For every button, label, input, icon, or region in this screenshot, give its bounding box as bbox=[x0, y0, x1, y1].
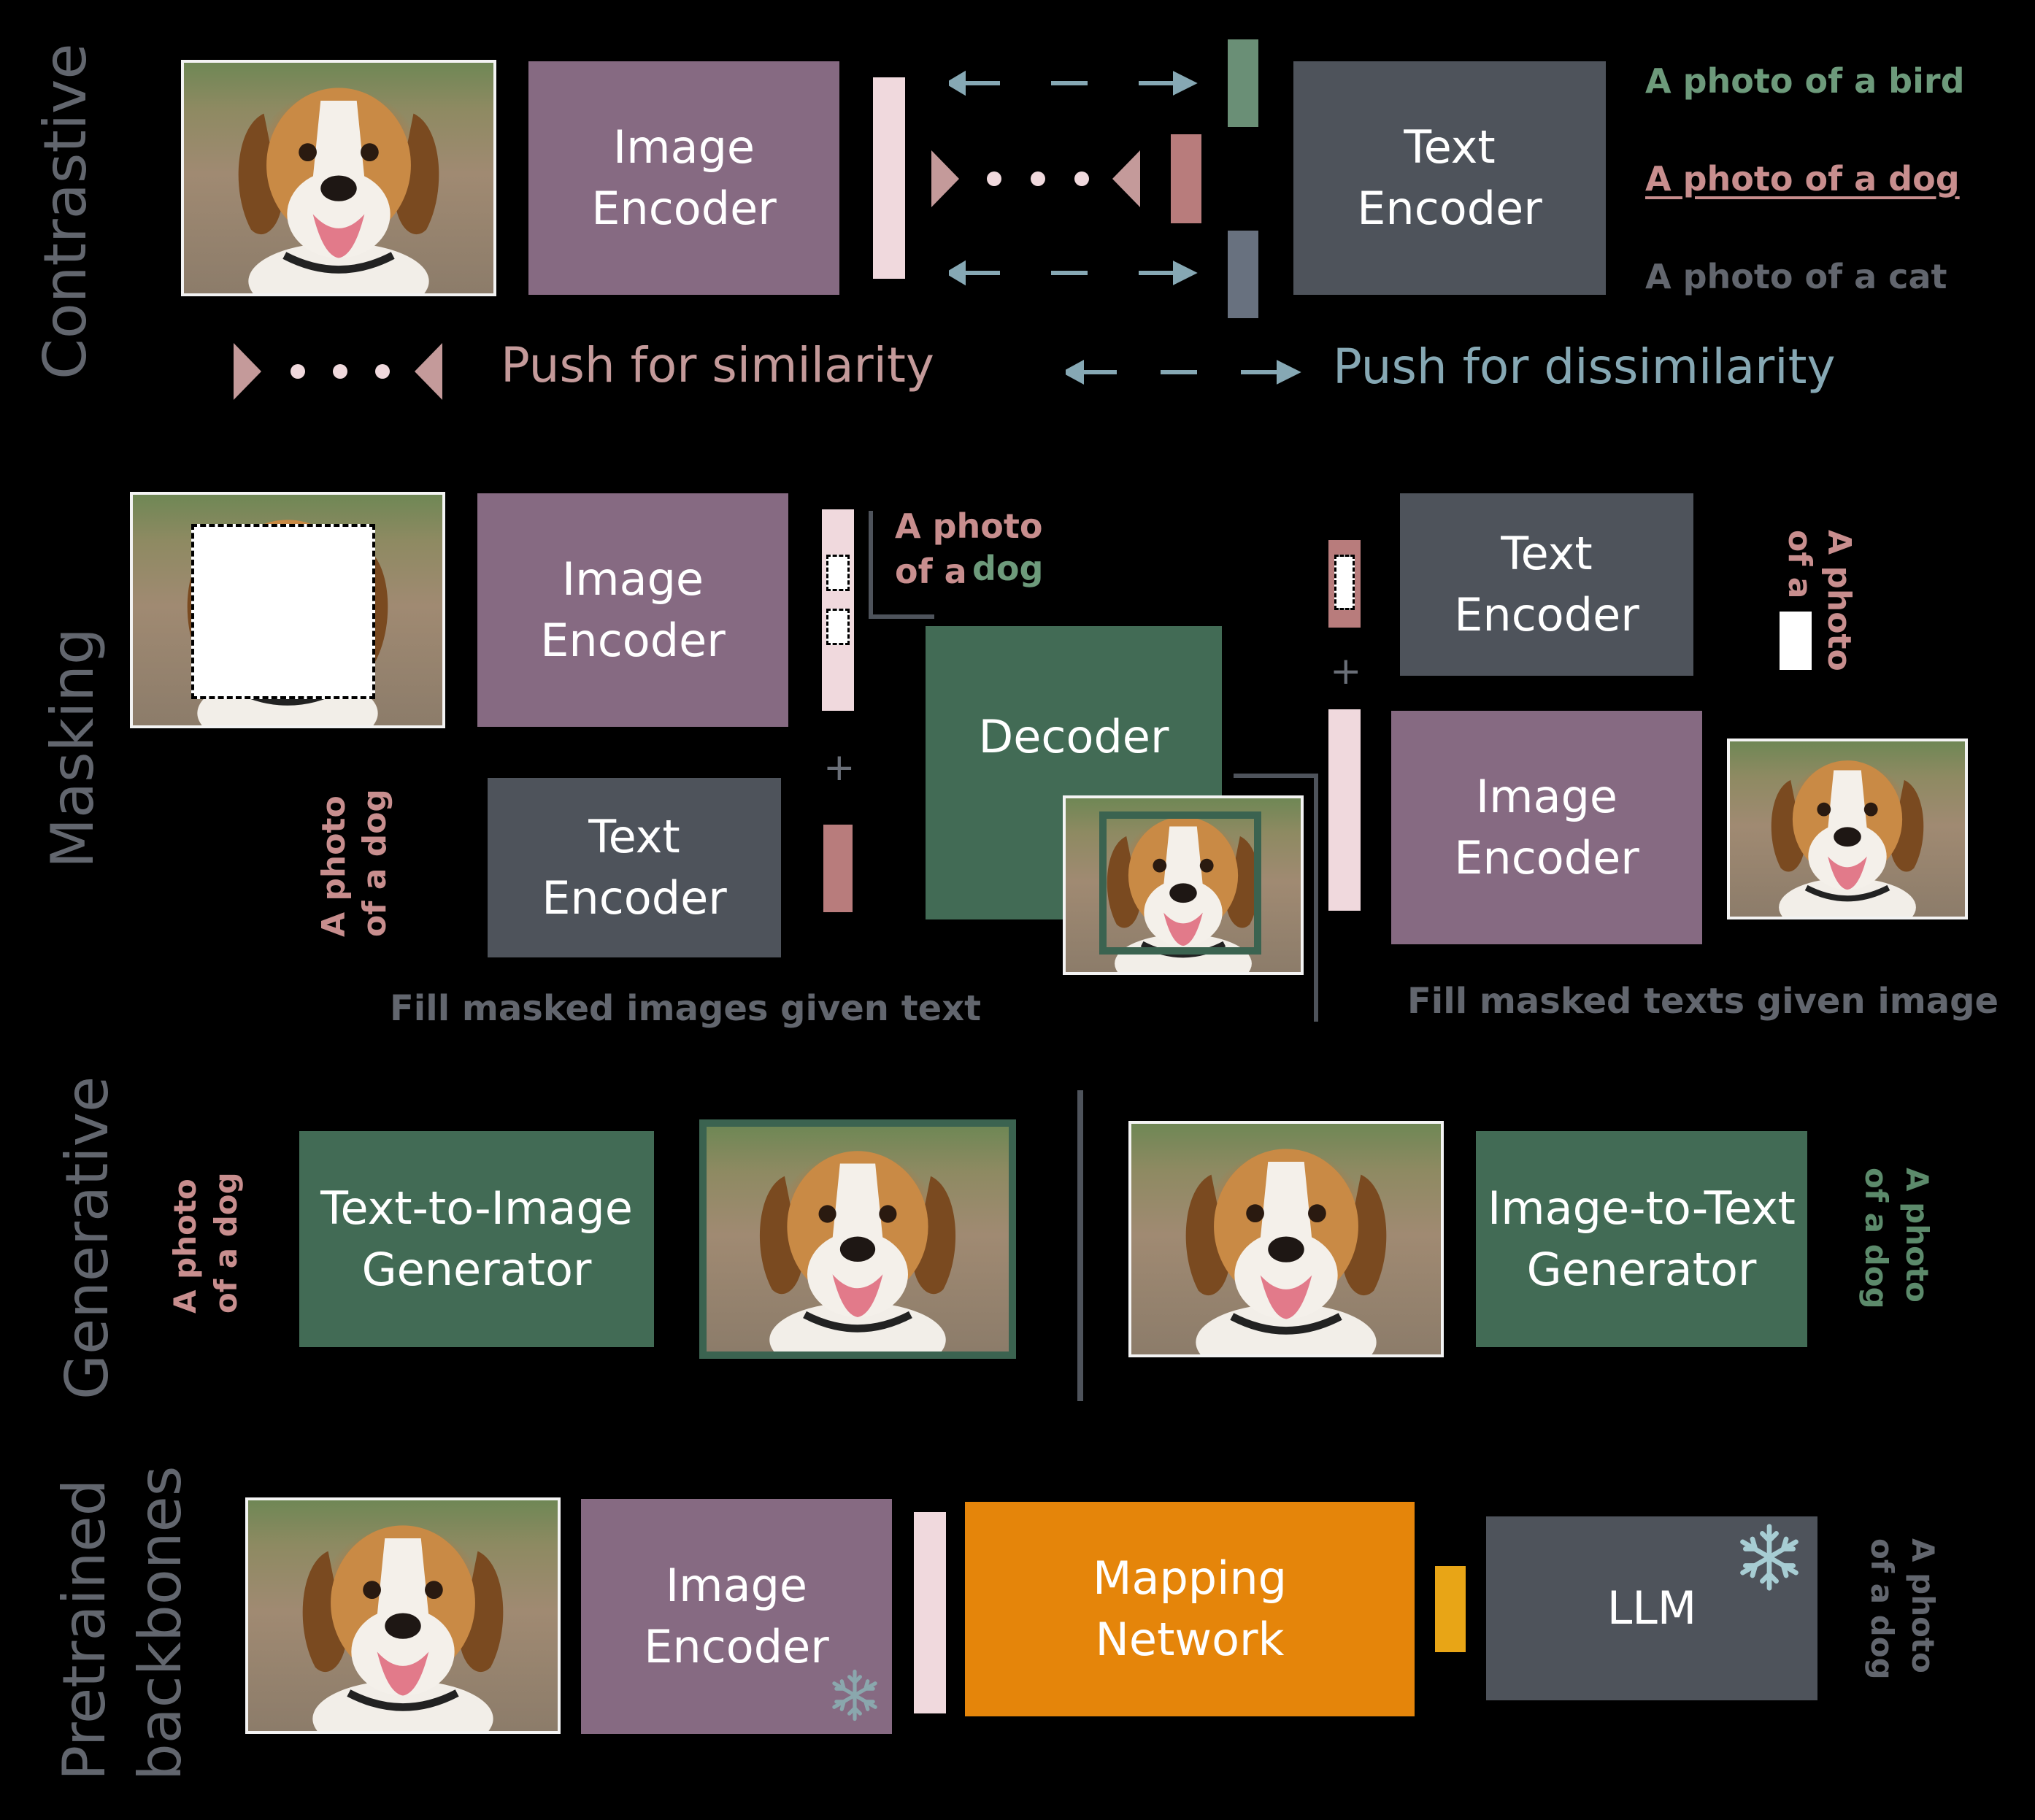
fill-images-caption: Fill masked images given text bbox=[390, 988, 982, 1029]
image-encoder-block: Image Encoder bbox=[581, 1499, 892, 1734]
fill-texts-caption: Fill masked texts given image bbox=[1407, 981, 1999, 1022]
masked-token bbox=[826, 555, 850, 591]
masked-dog-photo bbox=[130, 492, 445, 728]
reconstructed-dog-photo bbox=[1063, 795, 1304, 975]
llm-block: LLM bbox=[1486, 1516, 1817, 1700]
mask-region bbox=[191, 524, 375, 699]
divider bbox=[1077, 1090, 1083, 1401]
text-encoder-block: Text Encoder bbox=[1400, 493, 1693, 676]
section-label-generative: Generative bbox=[53, 1076, 121, 1400]
connector-line bbox=[869, 511, 873, 619]
dissimilarity-arrow bbox=[949, 70, 1198, 96]
mapping-network-block: Mapping Network bbox=[965, 1502, 1415, 1716]
reconstructed-region bbox=[1099, 811, 1261, 955]
masked-caption-word: dog bbox=[972, 549, 1044, 588]
masked-token bbox=[826, 609, 850, 645]
rotated-caption: A photo of a dog bbox=[1858, 1168, 1935, 1309]
plus-sign: + bbox=[1330, 649, 1362, 693]
plus-sign: + bbox=[823, 746, 855, 790]
text-embedding-bar bbox=[1228, 231, 1258, 318]
text-embedding-bar bbox=[823, 825, 853, 912]
similarity-legend-icon bbox=[234, 343, 442, 400]
image-encoder-block: Image Encoder bbox=[528, 61, 839, 295]
dissimilarity-arrow bbox=[949, 260, 1198, 286]
caption-dog: A photo of a dog bbox=[1645, 159, 1960, 198]
generated-dog-photo bbox=[699, 1119, 1016, 1359]
rotated-caption: A photo of a dog bbox=[1864, 1538, 1941, 1680]
masked-caption-prefix: A photo of a bbox=[895, 506, 1043, 591]
text-embedding-bar bbox=[1328, 540, 1361, 628]
image-encoder-block: Image Encoder bbox=[1391, 711, 1702, 944]
image-to-text-generator-block: Image-to-Text Generator bbox=[1476, 1131, 1807, 1347]
text-embedding-bar bbox=[1171, 134, 1201, 223]
text-encoder-block: Text Encoder bbox=[488, 778, 781, 957]
caption-cat: A photo of a cat bbox=[1645, 257, 1947, 296]
connector-line bbox=[869, 614, 934, 619]
snowflake-icon bbox=[1734, 1522, 1804, 1592]
snowflake-icon bbox=[828, 1668, 882, 1722]
image-encoder-block: Image Encoder bbox=[477, 493, 788, 727]
masked-word bbox=[1780, 612, 1812, 670]
connector-line bbox=[1234, 774, 1318, 778]
rotated-caption: A photo of a dog bbox=[167, 1172, 244, 1314]
image-embedding-bar bbox=[873, 77, 905, 279]
image-embedding-bar bbox=[822, 509, 854, 711]
text-to-image-generator-block: Text-to-Image Generator bbox=[299, 1131, 654, 1347]
text-encoder-block: Text Encoder bbox=[1293, 61, 1606, 295]
mapped-embedding-bar bbox=[1435, 1566, 1466, 1652]
image-embedding-bar bbox=[914, 1512, 946, 1713]
similarity-arrow bbox=[931, 150, 1140, 207]
dog-photo bbox=[1128, 1121, 1444, 1357]
section-label-pretrained: Pretrained bbox=[50, 1478, 118, 1781]
section-label-contrastive: Contrastive bbox=[31, 43, 99, 379]
section-label-masking: Masking bbox=[39, 628, 107, 868]
caption-bird: A photo of a bird bbox=[1645, 61, 1965, 101]
dissimilarity-legend-icon bbox=[1066, 359, 1301, 385]
text-embedding-bar bbox=[1228, 39, 1258, 127]
legend-dissimilarity: Push for dissimilarity bbox=[1333, 339, 1836, 395]
connector-line bbox=[1314, 774, 1318, 1022]
rotated-caption: A photo of a dog bbox=[315, 789, 393, 937]
image-embedding-bar bbox=[1328, 709, 1361, 911]
masked-token bbox=[1334, 555, 1355, 610]
dog-photo bbox=[181, 60, 496, 296]
dog-photo bbox=[1727, 739, 1968, 919]
dog-photo bbox=[245, 1497, 561, 1734]
legend-similarity: Push for similarity bbox=[501, 337, 934, 393]
section-label-backbones: backbones bbox=[126, 1465, 194, 1781]
